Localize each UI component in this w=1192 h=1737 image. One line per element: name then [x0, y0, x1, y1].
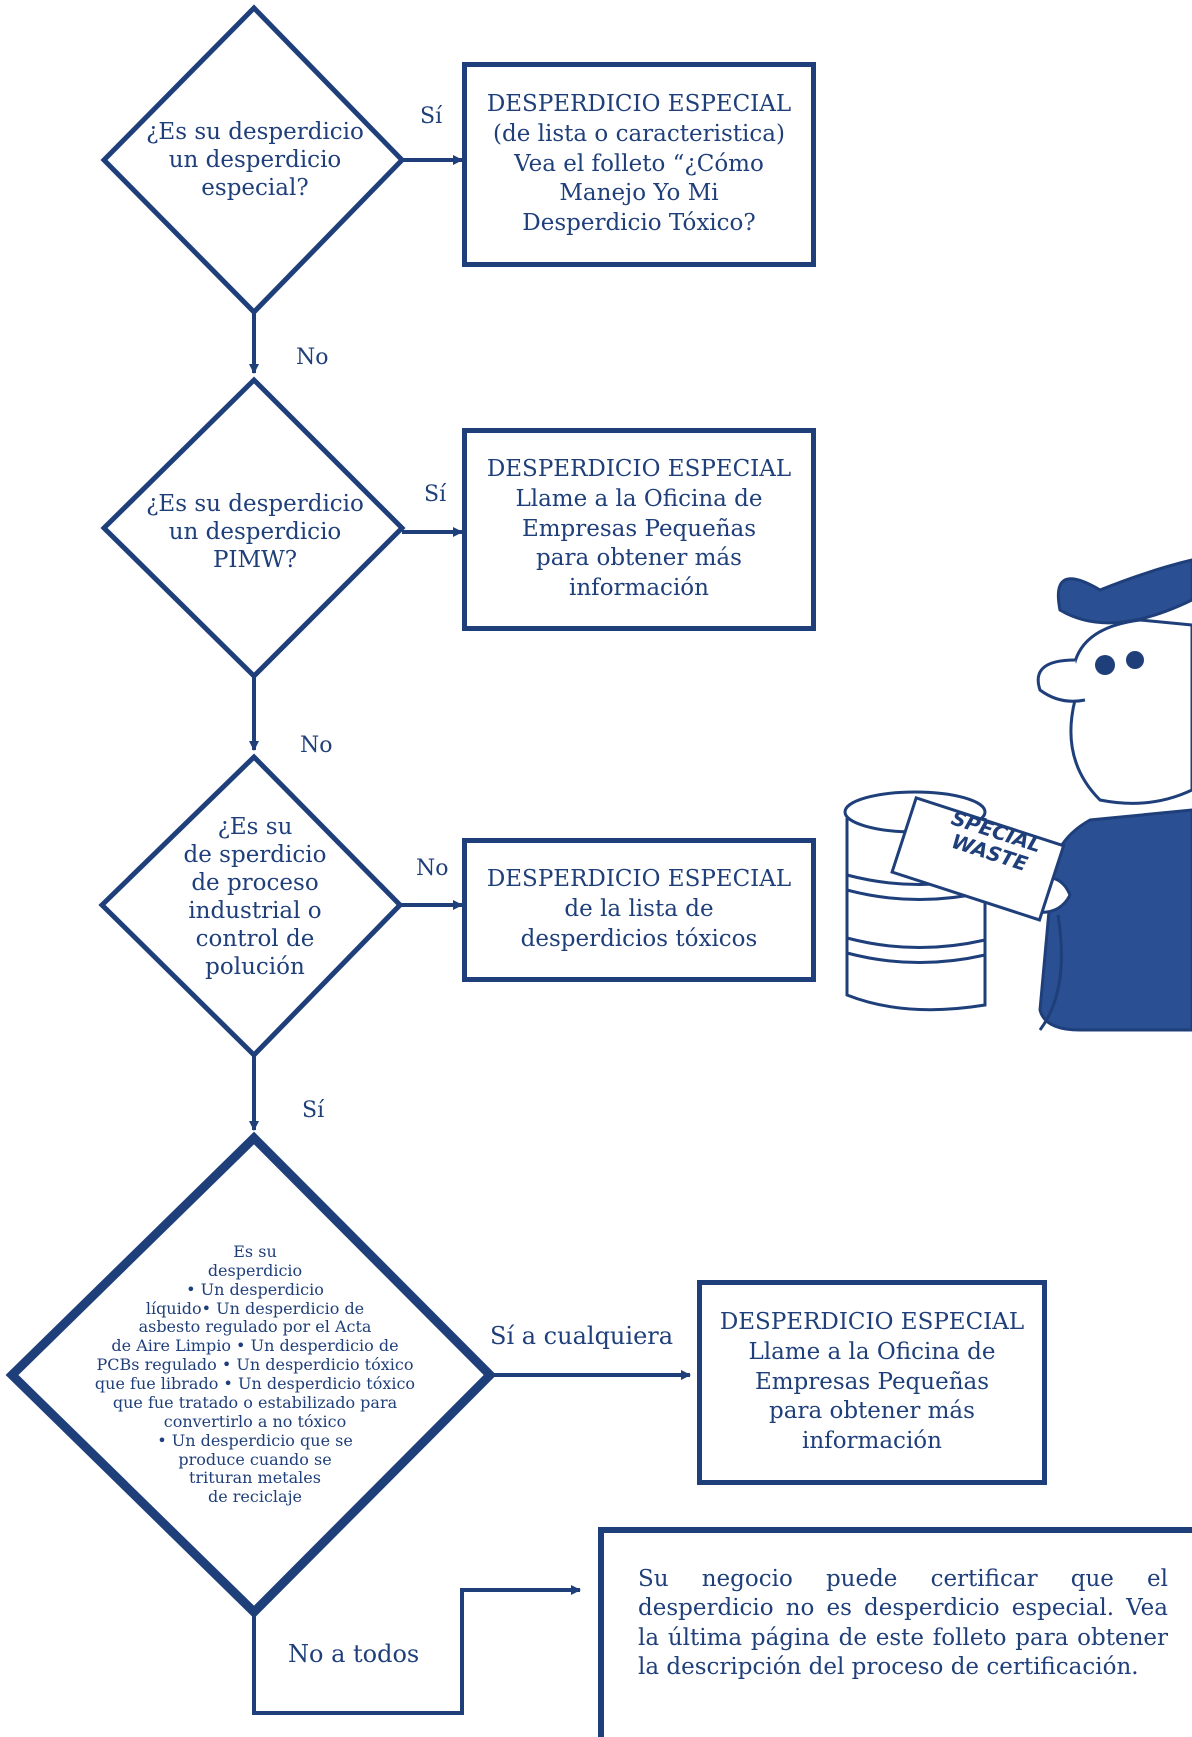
label-no-all: No a todos [288, 1640, 420, 1668]
outcome-box-3: DESPERDICIO ESPECIAL de la lista de desp… [462, 838, 816, 982]
outcome-box-1: DESPERDICIO ESPECIAL (de lista o caracte… [462, 62, 816, 267]
decision-4-text: Es su desperdicio • Un desperdicio líqui… [94, 1241, 416, 1507]
certification-text: Su negocio puede certificar que el despe… [638, 1566, 1168, 1681]
outcome-box-2: DESPERDICIO ESPECIAL Llame a la Oficina … [462, 428, 816, 631]
label-yes-1: Sí [420, 104, 443, 129]
label-no-3: No [416, 856, 449, 881]
label-yes-3: Sí [302, 1098, 325, 1123]
label-no-2: No [300, 733, 333, 758]
label-yes-any: Sí a cualquiera [490, 1322, 674, 1350]
label-no-1: No [296, 345, 329, 370]
decision-1-text: ¿Es su desperdicio un desperdicio especi… [146, 118, 364, 202]
decision-3-text: ¿Es su de sperdicio de proceso industria… [183, 813, 327, 981]
cartoon-man-icon [890, 558, 1192, 1032]
certification-box: Su negocio puede certificar que el despe… [598, 1527, 1192, 1737]
decision-2-text: ¿Es su desperdicio un desperdicio PIMW? [146, 490, 364, 574]
outcome-box-4: DESPERDICIO ESPECIAL Llame a la Oficina … [697, 1280, 1047, 1485]
label-yes-2: Sí [424, 482, 447, 507]
